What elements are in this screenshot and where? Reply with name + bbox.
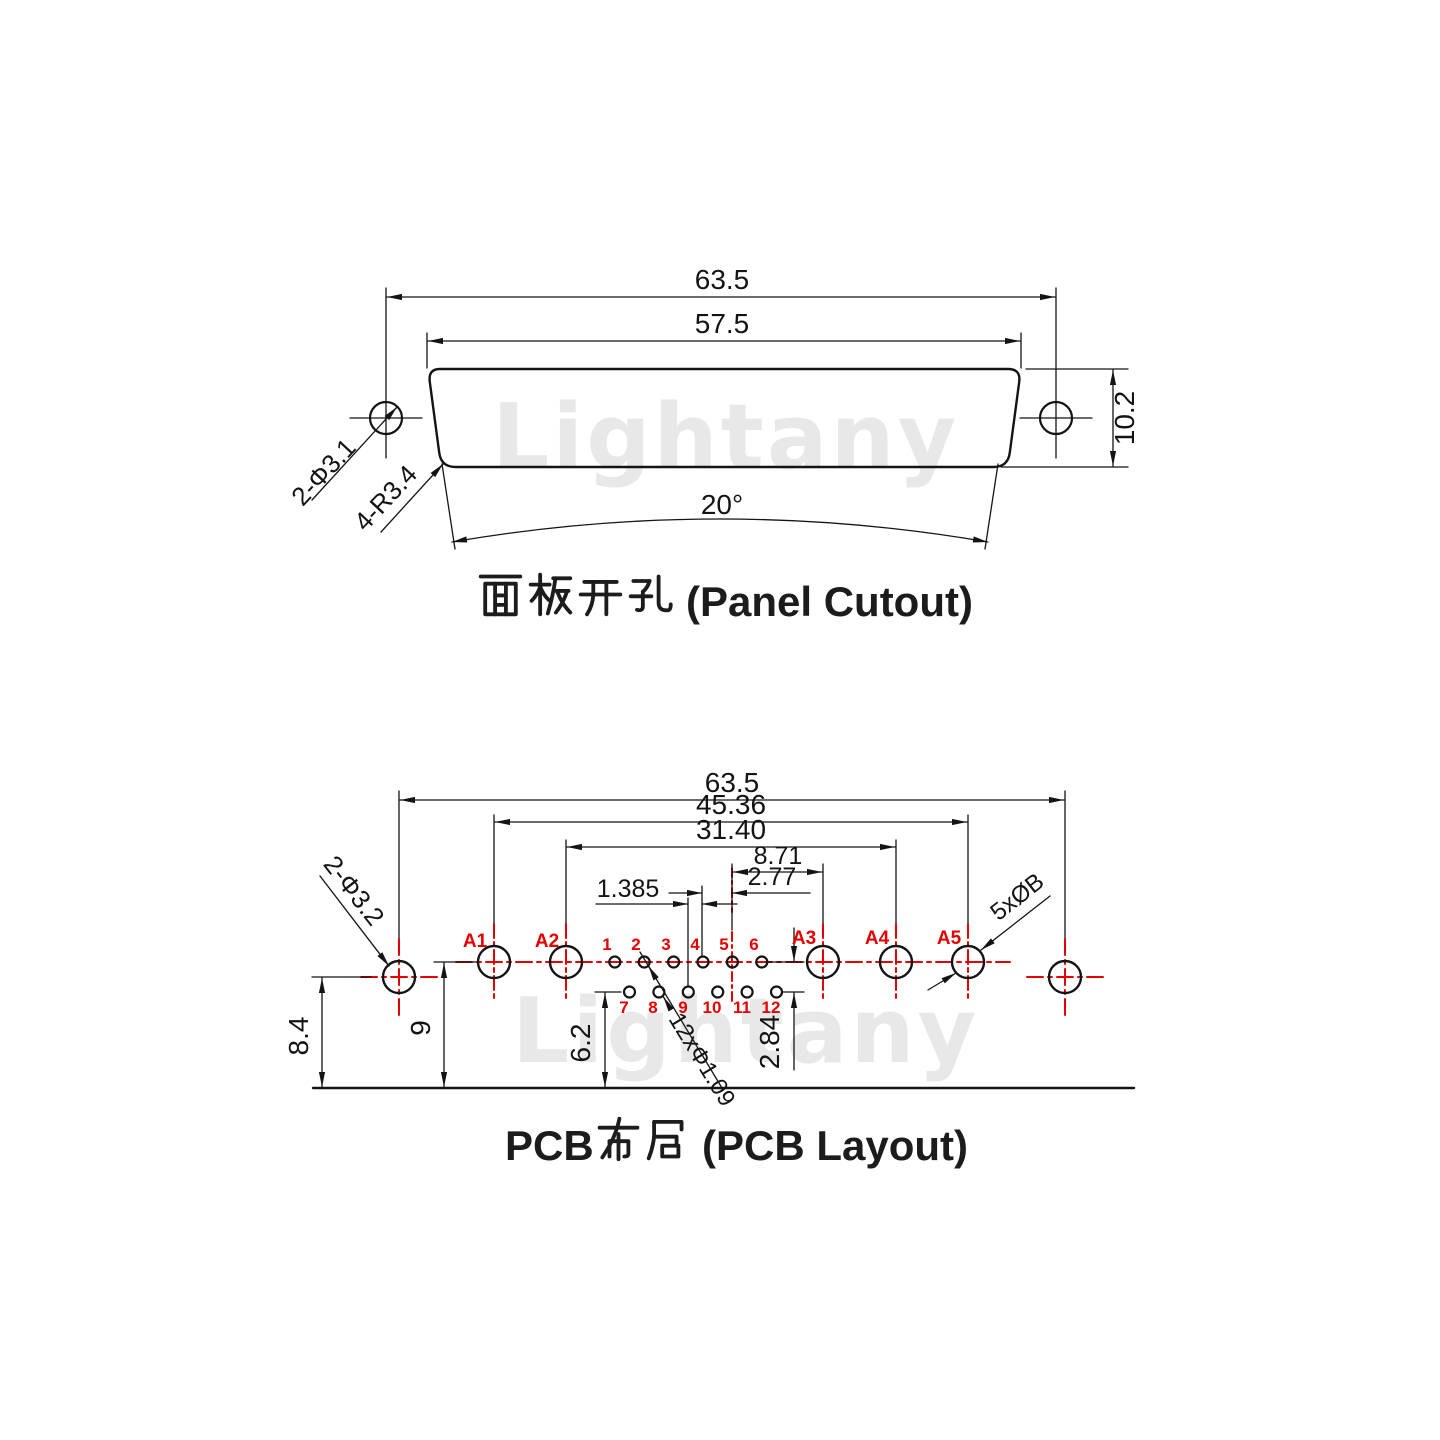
svg-text:1.385: 1.385 xyxy=(597,875,660,903)
panel-leader-corner-radius: 4-R3.4 xyxy=(348,459,444,537)
signal-pin-3 xyxy=(666,955,681,969)
svg-text:8.71: 8.71 xyxy=(754,842,803,870)
svg-text:3: 3 xyxy=(661,935,670,954)
svg-text:7: 7 xyxy=(619,998,628,1017)
pcb-dim-row-stagger: 1.385 xyxy=(595,875,738,908)
signal-pin-2 xyxy=(637,955,651,969)
svg-text:63.5: 63.5 xyxy=(705,767,760,798)
svg-text:A5: A5 xyxy=(937,928,962,949)
signal-pin-4 xyxy=(696,955,710,969)
pcb-dim-coax-row-height: 9 xyxy=(405,961,478,1088)
pcb-dim-row-gap: 2.84 xyxy=(754,927,805,1071)
pcb-dim-coax-span: 45.36 xyxy=(494,789,968,826)
svg-text:2: 2 xyxy=(631,935,640,954)
panel-mount-hole-right xyxy=(1019,400,1093,436)
pcb-red-centerlines xyxy=(360,867,1104,1016)
pcb-extension-lines xyxy=(398,790,1066,987)
pcb-leader-mount-holes: 2-Φ3.2 xyxy=(318,850,391,967)
pcb-signal-pins-top xyxy=(608,955,769,969)
pcb-dim-mount-hole-height: 8.4 xyxy=(283,976,372,1088)
signal-pin-6 xyxy=(755,955,769,969)
svg-text:8: 8 xyxy=(648,998,657,1017)
signal-pin-12 xyxy=(769,985,784,999)
svg-text:5xØB: 5xØB xyxy=(985,868,1049,926)
pcb-dim-pin-row-height: 6.2 xyxy=(565,991,622,1088)
svg-text:4: 4 xyxy=(690,935,700,954)
svg-text:A2: A2 xyxy=(535,931,559,952)
coax-hole-a4 xyxy=(878,944,914,980)
pcb-mount-hole-right xyxy=(1047,959,1083,995)
svg-text:9: 9 xyxy=(405,1020,436,1036)
svg-text:A3: A3 xyxy=(792,928,816,949)
svg-text:57.5: 57.5 xyxy=(695,308,750,339)
pcb-dim-pin5-to-a3: 8.71 xyxy=(732,842,823,876)
pcb-title-prefix: PCB xyxy=(505,1122,594,1169)
svg-text:2-Φ3.2: 2-Φ3.2 xyxy=(318,850,391,932)
panel-title-en: (Panel Cutout) xyxy=(686,578,973,625)
pcb-signal-pins-bottom xyxy=(622,985,784,999)
svg-text:45.36: 45.36 xyxy=(696,789,766,820)
panel-dim-outer-width: 63.5 xyxy=(385,264,1057,459)
coax-hole-a5 xyxy=(950,944,986,980)
pcb-dim-coax-inner-span: 31.40 xyxy=(566,814,896,851)
pcb-pin-numbers: 1 2 3 4 5 6 7 8 9 10 11 12 xyxy=(602,935,780,1017)
signal-pin-1 xyxy=(608,955,622,969)
svg-text:2.77: 2.77 xyxy=(748,863,797,891)
pcb-dim-pin-pitch: 2.77 xyxy=(668,863,811,897)
svg-text:2.84: 2.84 xyxy=(754,1015,785,1070)
pcb-dim-outer-width: 63.5 xyxy=(399,767,1065,804)
watermark-text-top: Lightany xyxy=(492,385,959,490)
svg-text:9: 9 xyxy=(678,998,687,1017)
svg-text:5: 5 xyxy=(719,935,728,954)
svg-text:2-Φ3.1: 2-Φ3.1 xyxy=(285,432,362,511)
pcb-layout-view: 63.5 45.36 31.40 8.71 2.77 1.385 8. xyxy=(283,767,1136,1169)
pcb-title: PCB (PCB Layout) xyxy=(505,1116,968,1169)
svg-text:20°: 20° xyxy=(701,489,743,520)
svg-text:12: 12 xyxy=(762,998,781,1017)
svg-text:63.5: 63.5 xyxy=(695,264,750,295)
signal-pin-9 xyxy=(681,985,695,999)
coax-hole-a1 xyxy=(476,944,512,980)
svg-text:31.40: 31.40 xyxy=(696,814,766,845)
pcb-coax-holes xyxy=(476,944,986,980)
svg-text:8.4: 8.4 xyxy=(283,1017,314,1056)
coax-hole-a2 xyxy=(548,944,584,980)
svg-text:10.2: 10.2 xyxy=(1109,391,1140,446)
panel-cutout-outline xyxy=(428,367,1021,469)
svg-text:A1: A1 xyxy=(463,931,488,952)
panel-dim-angle: 20° xyxy=(441,463,999,550)
svg-text:1: 1 xyxy=(602,935,611,954)
pcb-coax-labels: A1 A2 A3 A4 A5 xyxy=(463,928,962,952)
pcb-mount-hole-left xyxy=(381,959,417,995)
coax-hole-a3 xyxy=(805,944,841,980)
signal-pin-11 xyxy=(740,985,754,999)
panel-title: (Panel Cutout) xyxy=(478,572,973,625)
signal-pin-5 xyxy=(725,955,740,969)
svg-text:6: 6 xyxy=(749,935,758,954)
svg-text:6.2: 6.2 xyxy=(565,1024,596,1063)
svg-text:10: 10 xyxy=(703,998,722,1017)
signal-pin-10 xyxy=(711,985,725,999)
panel-dim-height: 10.2 xyxy=(1000,368,1140,468)
signal-pin-7 xyxy=(622,985,637,999)
svg-text:11: 11 xyxy=(733,998,751,1017)
svg-text:A4: A4 xyxy=(865,928,890,949)
pcb-title-en: (PCB Layout) xyxy=(702,1122,968,1169)
panel-dim-cutout-width: 57.5 xyxy=(426,308,1022,369)
